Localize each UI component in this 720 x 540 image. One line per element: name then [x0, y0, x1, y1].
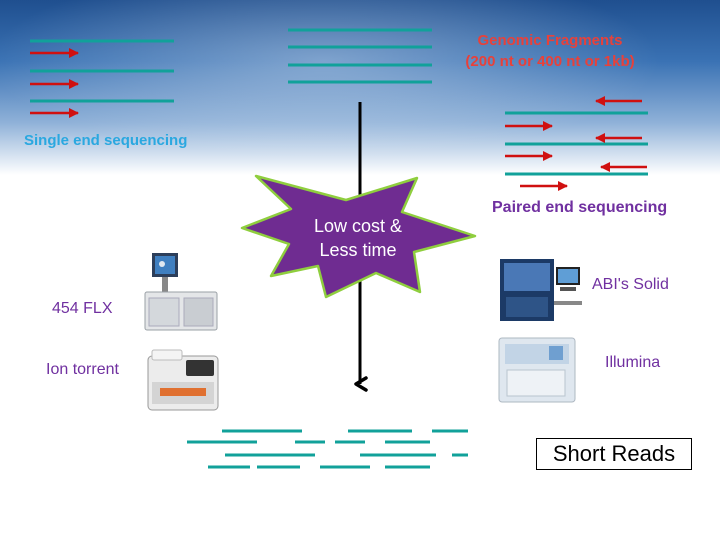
genomic-fragments-title: Genomic Fragments — [477, 32, 623, 49]
sequencer-instrument-icon — [498, 337, 576, 403]
genomic-fragments-label: Genomic Fragments (200 nt or 400 nt or 1… — [440, 30, 660, 72]
paired-end-label: Paired end sequencing — [492, 199, 668, 216]
instrument-label-ion-torrent: Ion torrent — [46, 361, 119, 378]
instrument-label-abi-solid: ABI's Solid — [592, 276, 669, 293]
single-end-fragments — [30, 39, 174, 103]
burst-star-icon — [240, 174, 477, 299]
single-end-read-arrows — [30, 48, 79, 118]
burst-label-line1: Low cost & — [313, 216, 403, 236]
genomic-fragments-sizes: (200 nt or 400 nt or 1kb) — [465, 53, 635, 70]
single-end-label: Single end sequencing — [24, 132, 188, 149]
instrument-label-454-flx: 454 FLX — [52, 300, 113, 317]
burst-label-line2: Less time — [319, 240, 397, 260]
short-reads-box: Short Reads — [536, 438, 692, 470]
sequencer-instrument-icon — [500, 259, 582, 321]
paired-end-fragments — [505, 111, 648, 176]
instrument-label-illumina: Illumina — [605, 354, 661, 371]
burst-label: Low cost & Less time — [292, 214, 424, 262]
sequencer-instrument-icon — [147, 349, 219, 411]
sequencer-instrument-icon — [144, 253, 218, 331]
genomic-fragment-lines — [288, 28, 432, 84]
paired-end-read-arrows — [505, 96, 647, 191]
short-read-fragments — [187, 429, 468, 469]
